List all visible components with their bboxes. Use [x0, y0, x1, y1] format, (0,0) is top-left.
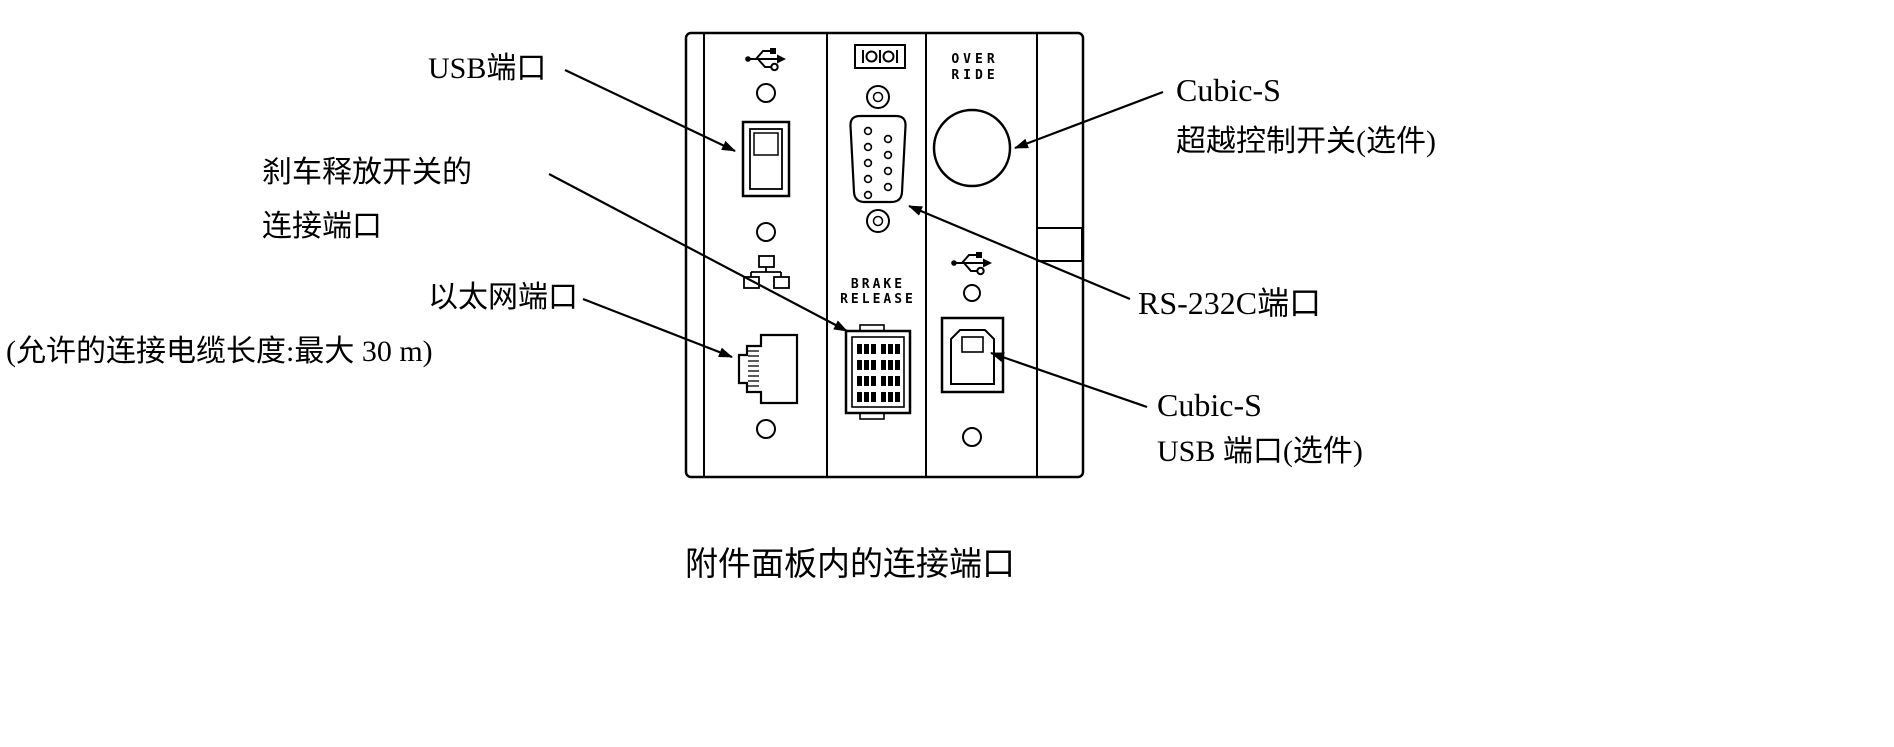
override-label-line1: OVER	[951, 52, 998, 67]
ethernet-icon	[743, 255, 790, 289]
brake-release-connector	[844, 324, 912, 420]
diagram-caption: 附件面板内的连接端口	[685, 547, 1015, 583]
rs232c-leader-arrow	[908, 204, 1131, 301]
override-leader-arrow	[1014, 90, 1164, 150]
screw-hole	[963, 284, 981, 302]
rs232c-db9-port	[849, 85, 907, 233]
callout-cubic-s-override-line2: 超越控制开关(选件)	[1176, 125, 1436, 158]
panel-latch-notch	[1036, 227, 1083, 262]
screw-hole	[756, 222, 776, 242]
callout-ethernet-line2: (允许的连接电缆长度:最大 30 m)	[6, 335, 433, 368]
brake-release-label-line1: BRAKE	[851, 277, 905, 292]
override-label-line2: RIDE	[951, 68, 998, 83]
screw-hole	[756, 419, 776, 439]
callout-cubic-s-usb-line2: USB 端口(选件)	[1157, 435, 1363, 468]
ethernet-rj45-port	[737, 333, 799, 405]
callout-rs232c-port: RS-232C端口	[1138, 285, 1322, 321]
usb-port-leader-arrow	[564, 69, 736, 152]
callout-cubic-s-override-line1: Cubic-S	[1176, 72, 1281, 108]
callout-usb-port: USB端口	[428, 52, 547, 85]
callout-cubic-s-usb-line1: Cubic-S	[1157, 387, 1262, 423]
brake-release-leader-arrow	[548, 173, 848, 332]
override-switch	[932, 108, 1012, 188]
brake-release-label-line2: RELEASE	[840, 292, 916, 307]
callout-brake-release-line2: 连接端口	[262, 210, 382, 243]
usb-a-port	[741, 120, 791, 198]
accessory-panel	[684, 31, 1085, 479]
cubic-s-usb-leader-arrow	[990, 351, 1148, 409]
callout-ethernet-line1: 以太网端口	[428, 281, 578, 314]
screw-hole	[962, 427, 982, 447]
serial-port-icon	[854, 44, 906, 69]
screw-hole	[756, 83, 776, 103]
ethernet-leader-arrow	[582, 297, 733, 359]
callout-brake-release-line1: 刹车释放开关的	[262, 156, 472, 189]
